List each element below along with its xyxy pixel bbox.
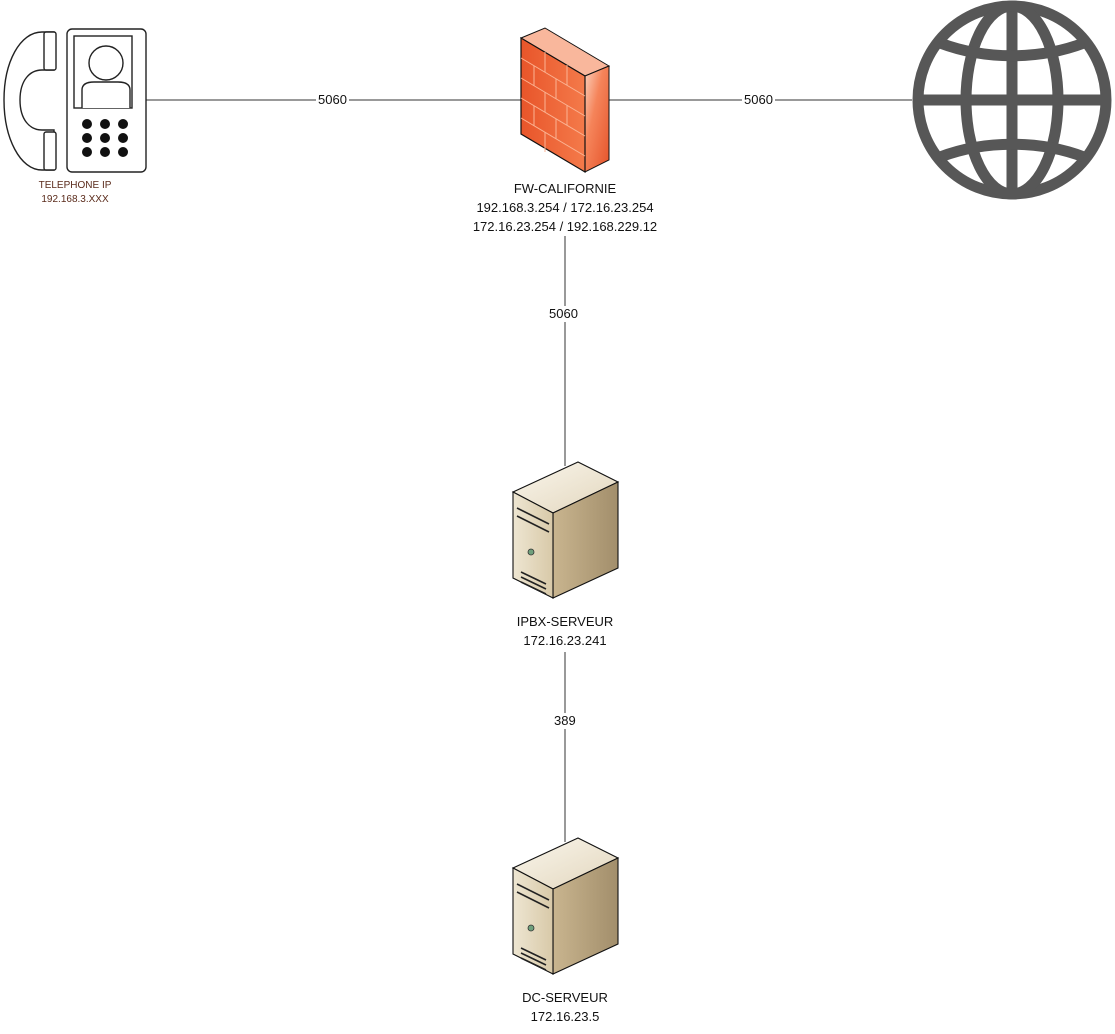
edge-label-phone-firewall: 5060 — [316, 92, 349, 108]
phone-keypad — [82, 119, 128, 157]
firewall-label: FW-CALIFORNIE 192.168.3.254 / 172.16.23.… — [415, 179, 715, 236]
firewall-name: FW-CALIFORNIE — [513, 181, 617, 196]
edge-label-firewall-ipbx: 5060 — [547, 306, 580, 322]
edge-label-firewall-internet: 5060 — [742, 92, 775, 108]
phone-name: TELEPHONE IP — [38, 180, 112, 191]
dc-ip: 172.16.23.5 — [530, 1009, 600, 1024]
dc-name: DC-SERVEUR — [522, 990, 608, 1005]
firewall-ip-1: 192.168.3.254 / 172.16.23.254 — [476, 200, 654, 215]
phone-ip: 192.168.3.XXX — [41, 194, 109, 205]
phone-label: TELEPHONE IP 192.168.3.XXX — [10, 179, 140, 207]
firewall-ip-2: 172.16.23.254 / 192.168.229.12 — [472, 219, 658, 234]
ipbx-ip: 172.16.23.241 — [523, 633, 607, 648]
globe-icon[interactable] — [912, 0, 1112, 200]
firewall-icon[interactable] — [519, 27, 611, 174]
edge-label-ipbx-dc: 389 — [552, 713, 578, 729]
dc-label: DC-SERVEUR 172.16.23.5 — [465, 988, 665, 1026]
ipbx-label: IPBX-SERVEUR 172.16.23.241 — [465, 612, 665, 650]
server-icon[interactable] — [511, 461, 620, 599]
server-icon[interactable] — [511, 837, 620, 975]
ipbx-name: IPBX-SERVEUR — [516, 614, 614, 629]
